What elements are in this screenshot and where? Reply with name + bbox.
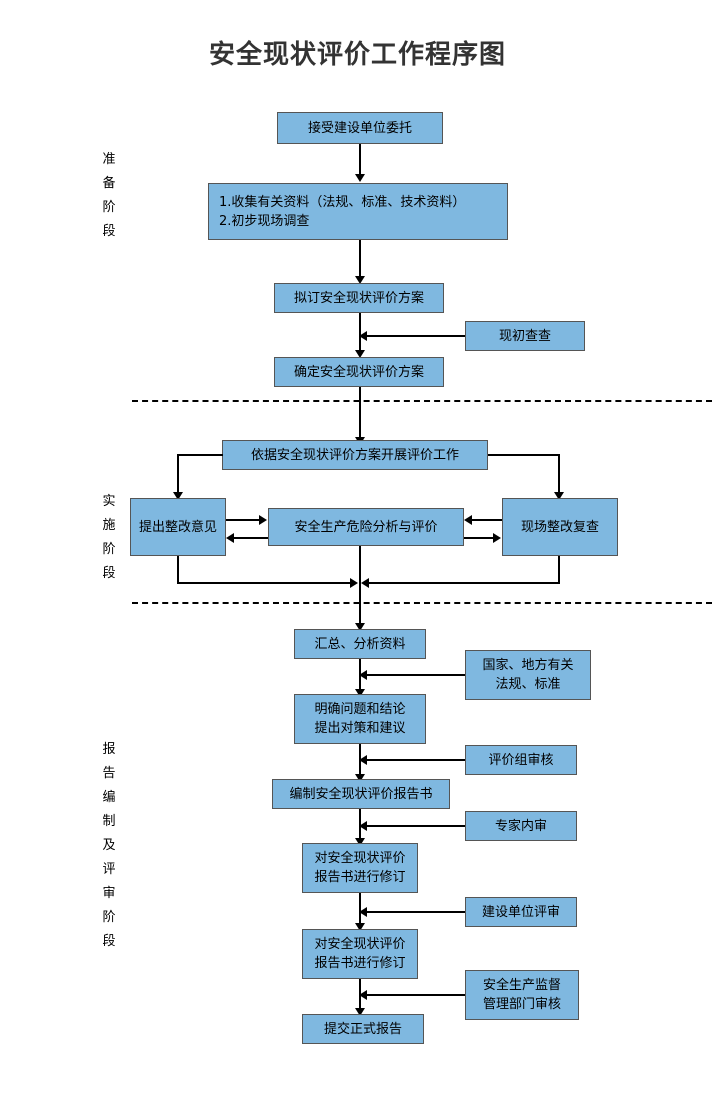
node-rectification-opinion[interactable]: 提出整改意见 [130, 498, 226, 556]
node-preliminary-survey[interactable]: 现初查查 [465, 321, 585, 351]
node-accept-commission[interactable]: 接受建设单位委托 [277, 112, 443, 144]
node-collect-materials[interactable]: 1.收集有关资料（法规、标准、技术资料） 2.初步现场调查 [208, 183, 508, 240]
arrowhead-down-rectification [173, 492, 183, 500]
node-label: 确定安全现状评价方案 [293, 364, 424, 380]
stage-label-preparation: 准备阶段 [102, 152, 116, 239]
node-revise-report-2[interactable]: 对安全现状评价 报告书进行修订 [302, 929, 418, 979]
node-label: 依据安全现状评价方案开展评价工作 [250, 447, 459, 463]
connector-rect-merge [177, 582, 352, 584]
stage-label-implementation: 实施阶段 [102, 494, 116, 581]
node-carry-out-evaluation[interactable]: 依据安全现状评价方案开展评价工作 [222, 440, 488, 470]
connector-hazard-to-rect [234, 537, 268, 539]
connector-right-drop [558, 454, 560, 497]
connector-group-review-to-spine [366, 759, 465, 761]
page-title: 安全现状评价工作程序图 [208, 40, 506, 70]
node-label: 接受建设单位委托 [307, 120, 412, 136]
node-clarify-conclusions[interactable]: 明确问题和结论 提出对策和建议 [294, 694, 426, 744]
arrowhead-down-compile [355, 774, 365, 782]
arrowhead-left-merge-right [361, 578, 369, 588]
node-label-line2: 报告书进行修订 [314, 870, 406, 885]
node-revise-report-1[interactable]: 对安全现状评价 报告书进行修订 [302, 843, 418, 893]
stage-separator-1 [132, 400, 712, 402]
node-label-line2: 法规、标准 [495, 677, 561, 692]
connector-confirm-to-evaluation [359, 387, 361, 445]
arrowhead-left-group-review [359, 755, 367, 765]
connector-expert-to-spine [366, 825, 465, 827]
node-label: 拟订安全现状评价方案 [293, 290, 424, 306]
node-label: 安全生产危险分析与评价 [294, 519, 438, 535]
arrowhead-left-owner [359, 907, 367, 917]
connector-owner-to-spine [366, 911, 465, 913]
node-label-line1: 国家、地方有关 [482, 658, 574, 673]
node-owner-review[interactable]: 建设单位评审 [465, 897, 577, 927]
connector-rect-to-hazard [226, 519, 260, 521]
node-label: 提交正式报告 [323, 1021, 402, 1037]
node-label-line2: 报告书进行修订 [314, 956, 406, 971]
connector-rect-down [177, 556, 179, 584]
node-label: 专家内审 [494, 818, 547, 834]
arrowhead-down-summarize [355, 623, 365, 631]
node-label-line2: 提出对策和建议 [314, 721, 406, 736]
node-group-review[interactable]: 评价组审核 [465, 745, 577, 775]
node-expert-internal-review[interactable]: 专家内审 [465, 811, 577, 841]
connector-survey-to-spine [366, 335, 465, 337]
node-submit-final-report[interactable]: 提交正式报告 [302, 1014, 424, 1044]
node-site-recheck[interactable]: 现场整改复查 [502, 498, 618, 556]
arrowhead-left-hazard [464, 515, 472, 525]
node-label: 提出整改意见 [138, 519, 217, 535]
node-hazard-analysis[interactable]: 安全生产危险分析与评价 [268, 508, 464, 546]
connector-recheck-merge [368, 582, 560, 584]
connector-recheck-down [558, 556, 560, 584]
node-label-line1: 对安全现状评价 [314, 851, 406, 866]
connector-recheck-to-hazard [472, 519, 502, 521]
connector-hazard-down [359, 546, 361, 592]
node-laws-standards[interactable]: 国家、地方有关 法规、标准 [465, 650, 591, 700]
arrowhead-down-site-recheck [554, 492, 564, 500]
connector-evaluation-to-right [488, 454, 560, 456]
connector-spine-to-summarize [359, 582, 361, 630]
node-label-line2: 管理部门审核 [482, 997, 561, 1012]
node-label-line1: 1.收集有关资料（法规、标准、技术资料） [219, 194, 466, 210]
connector-evaluation-to-left [177, 454, 223, 456]
arrowhead-down-draft [355, 276, 365, 284]
arrowhead-left-authority [359, 990, 367, 1000]
node-label: 建设单位评审 [481, 904, 560, 920]
node-label: 现初查查 [498, 328, 551, 344]
arrowhead-down-revise2 [355, 923, 365, 931]
arrowhead-left-survey [359, 331, 367, 341]
node-label: 现场整改复查 [520, 519, 599, 535]
stage-label-reporting: 报告编制及评审阶段 [102, 742, 116, 949]
node-compile-report[interactable]: 编制安全现状评价报告书 [272, 779, 450, 809]
arrowhead-down-revise1 [355, 838, 365, 846]
node-label-line1: 对安全现状评价 [314, 937, 406, 952]
arrowhead-right-hazard [259, 515, 267, 525]
arrowhead-down-confirm [355, 350, 365, 358]
connector-laws-to-spine [366, 674, 465, 676]
connector-accept-to-collect [359, 144, 361, 175]
arrowhead-down-clarify [355, 689, 365, 697]
node-label: 编制安全现状评价报告书 [289, 786, 433, 802]
node-authority-review[interactable]: 安全生产监督 管理部门审核 [465, 970, 579, 1020]
connector-authority-to-spine [366, 994, 465, 996]
arrowhead-down-submit [355, 1008, 365, 1016]
node-label: 汇总、分析资料 [314, 636, 406, 652]
connector-collect-to-draft [359, 240, 361, 278]
arrowhead-left-expert [359, 821, 367, 831]
connector-hazard-to-recheck [464, 537, 494, 539]
node-label: 评价组审核 [488, 752, 554, 768]
node-summarize-analyze[interactable]: 汇总、分析资料 [294, 629, 426, 659]
arrowhead-right-recheck [493, 533, 501, 543]
arrowhead-right-merge-left [350, 578, 358, 588]
node-draft-plan[interactable]: 拟订安全现状评价方案 [274, 283, 444, 313]
node-confirm-plan[interactable]: 确定安全现状评价方案 [274, 357, 444, 387]
node-label-line1: 明确问题和结论 [314, 702, 406, 717]
arrowhead-down-collect [355, 174, 365, 182]
arrowhead-left-rect [226, 533, 234, 543]
node-label-line1: 安全生产监督 [482, 978, 561, 993]
arrowhead-left-laws [359, 670, 367, 680]
node-label-line2: 2.初步现场调查 [219, 213, 310, 229]
connector-left-drop [177, 454, 179, 497]
stage-separator-2 [132, 602, 712, 604]
